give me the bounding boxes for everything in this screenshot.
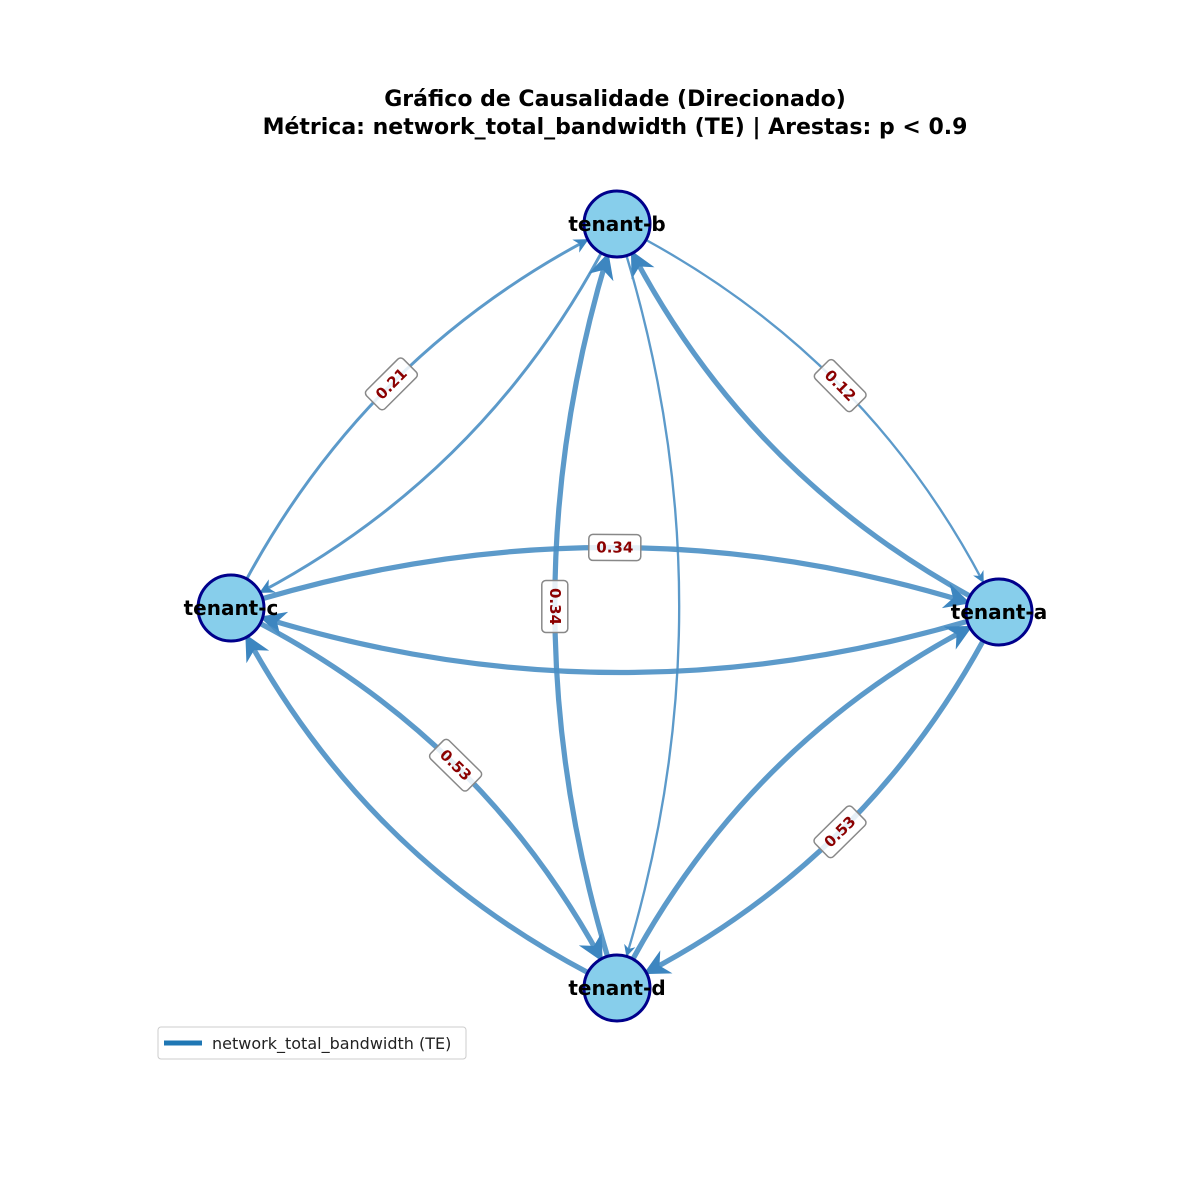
- edge-label-box: [428, 738, 483, 792]
- nodes-layer: tenant-a tenant-b tenant-c tenant-d: [184, 189, 1047, 1023]
- edge-tenant-c-to-tenant-d: [258, 621, 603, 962]
- edge-tenant-d-to-tenant-a: [630, 625, 973, 961]
- chart-title-line-1: Gráfico de Causalidade (Direcionado): [384, 87, 846, 112]
- node-label: tenant-d: [568, 976, 665, 1000]
- node-label: tenant-b: [568, 212, 665, 236]
- edge-tenant-c-to-tenant-b: [245, 239, 589, 580]
- node-circle: [582, 189, 652, 259]
- edge-label-tenant-d-to-tenant-b: 0.34: [541, 579, 569, 634]
- node-label: tenant-c: [184, 596, 279, 620]
- edge-label-box: [364, 357, 419, 411]
- node-tenant-d: tenant-d: [568, 953, 666, 1023]
- edge-label-text: 0.34: [596, 538, 633, 556]
- edge-tenant-b-to-tenant-c: [259, 252, 603, 593]
- edge-label-text: 0.34: [546, 588, 564, 625]
- node-circle: [196, 573, 266, 643]
- edge-tenant-a-to-tenant-d: [643, 639, 986, 975]
- edge-tenant-b-to-tenant-d: [624, 255, 681, 957]
- edge-tenant-a-to-tenant-b: [630, 250, 972, 599]
- edge-label-box: [588, 533, 642, 562]
- edge-label-tenant-c-to-tenant-a: 0.34: [588, 533, 642, 562]
- edge-tenant-b-to-tenant-a: [645, 238, 984, 584]
- node-label: tenant-a: [951, 600, 1047, 624]
- legend-box: [157, 1026, 467, 1060]
- legend: network_total_bandwidth (TE): [157, 1026, 467, 1060]
- legend-label: network_total_bandwidth (TE): [212, 1034, 451, 1054]
- edges-layer: [245, 238, 986, 975]
- chart-title-line-2: Métrica: network_total_bandwidth (TE) | …: [263, 115, 968, 140]
- edge-tenant-d-to-tenant-c: [245, 634, 590, 975]
- node-circle: [964, 577, 1034, 647]
- edge-tenant-a-to-tenant-c: [259, 611, 969, 676]
- edge-label-box: [541, 579, 569, 634]
- edge-label-box: [813, 358, 867, 413]
- node-circle: [582, 953, 652, 1023]
- node-tenant-c: tenant-c: [184, 573, 279, 643]
- node-tenant-a: tenant-a: [951, 577, 1047, 647]
- edge-label-box: [813, 805, 867, 859]
- node-tenant-b: tenant-b: [568, 189, 666, 259]
